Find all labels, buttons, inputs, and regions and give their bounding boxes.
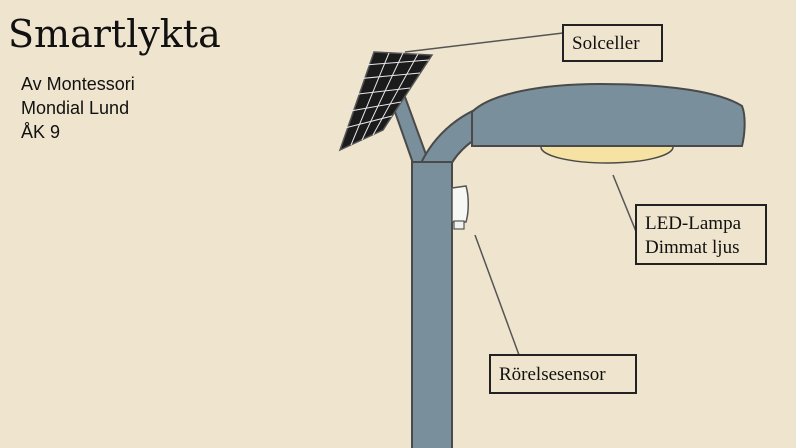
motion-sensor xyxy=(452,186,468,229)
solar-cells-label: Solceller xyxy=(562,24,663,62)
led-lamp-label: LED-Lampa Dimmat ljus xyxy=(635,204,767,265)
led-lamp-label-line-1: LED-Lampa xyxy=(645,212,757,236)
solar-leader-line xyxy=(405,33,563,52)
lamp-head xyxy=(472,84,745,146)
lamp-pole xyxy=(412,162,452,448)
led-leader-line xyxy=(613,175,637,234)
motion-sensor-label: Rörelsesensor xyxy=(489,354,637,394)
led-lamp-label-line-2: Dimmat ljus xyxy=(645,236,757,260)
motion-sensor-label-text: Rörelsesensor xyxy=(499,364,606,385)
sensor-leader-line xyxy=(475,235,519,355)
solar-cells-label-text: Solceller xyxy=(572,33,640,54)
